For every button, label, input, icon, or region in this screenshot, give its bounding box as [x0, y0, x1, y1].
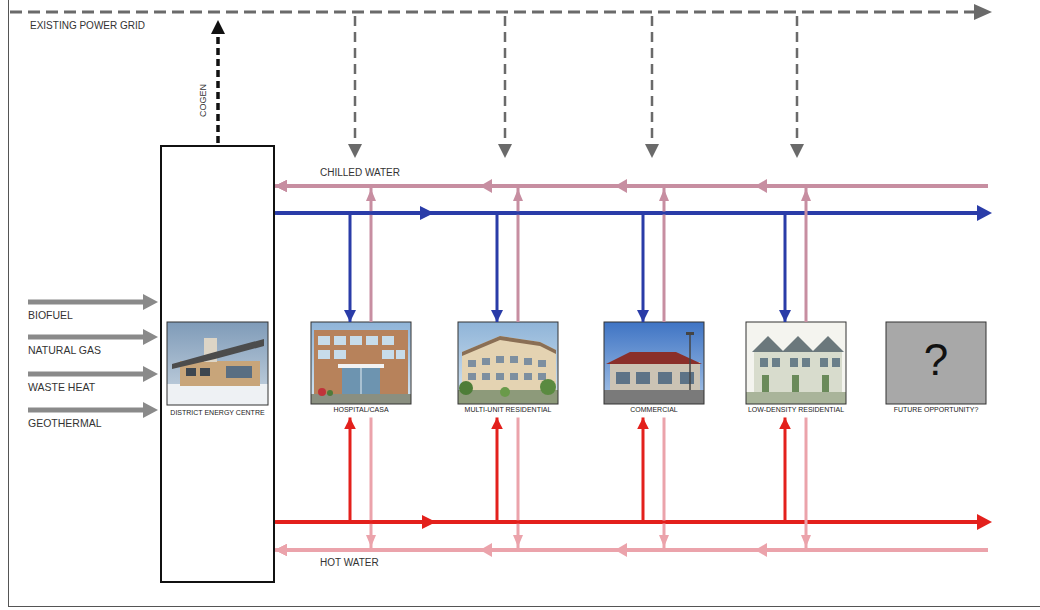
return-pipe	[275, 417, 664, 550]
flow-label: NATURAL GAS	[28, 344, 101, 357]
node-label: DISTRICT ENERGY CENTRE	[165, 409, 270, 417]
supply-pipe	[275, 213, 350, 322]
flow-label: CHILLED WATER	[320, 167, 400, 179]
chilled-water-return-pipe	[281, 179, 988, 201]
future-opportunity-box: ? FUTURE OPPORTUNITY?	[886, 322, 986, 417]
flow-label: EXISTING POWER GRID	[30, 20, 145, 32]
supply-pipe	[275, 213, 643, 322]
hot-water-return-pipe	[281, 535, 988, 557]
building-box: MULTI-UNIT RESIDENTIAL	[458, 322, 558, 417]
supply-pipe	[275, 213, 497, 322]
commercial-photo	[604, 322, 704, 404]
energy-centre-photo	[167, 322, 268, 405]
future-opportunity-panel	[886, 322, 986, 404]
fuel-input-arrows	[28, 294, 158, 418]
return-pipe	[275, 186, 664, 322]
hospital-photo	[311, 322, 411, 404]
flow-label: HOT WATER	[320, 557, 379, 569]
multi-unit-residential-photo	[458, 322, 558, 404]
return-pipe	[275, 186, 518, 322]
return-pipe	[275, 186, 806, 322]
building-box: HOSPITAL/CASA	[311, 322, 411, 417]
cogen-arrow	[211, 20, 225, 143]
node-label: MULTI-UNIT RESIDENTIAL	[465, 406, 552, 414]
return-pipe	[275, 186, 371, 322]
supply-pipe	[275, 417, 785, 522]
flow-label: BIOFUEL	[28, 309, 73, 322]
question-mark: ?	[886, 338, 986, 382]
building-box: LOW-DENSITY RESIDENTIAL	[744, 322, 849, 417]
supply-pipe	[275, 417, 497, 522]
low-density-residential-photo	[746, 322, 846, 404]
supply-pipe	[275, 213, 785, 322]
energy-centre-box: DISTRICT ENERGY CENTRE	[160, 145, 275, 583]
supply-pipe	[275, 417, 643, 522]
building-box: COMMERCIAL	[604, 322, 704, 417]
flow-label: WASTE HEAT	[28, 381, 95, 394]
return-pipe	[275, 417, 518, 550]
cogen-label: COGEN	[199, 83, 210, 116]
return-pipe	[275, 417, 806, 550]
node-label: COMMERCIAL	[630, 406, 677, 414]
node-label: HOSPITAL/CASA	[333, 406, 388, 414]
power-grid-line	[10, 4, 992, 158]
supply-pipe	[275, 417, 350, 522]
flow-label: GEOTHERMAL	[28, 417, 102, 430]
frame	[8, 0, 1040, 607]
return-pipe	[275, 417, 371, 550]
node-label: LOW-DENSITY RESIDENTIAL	[748, 406, 844, 414]
node-label: FUTURE OPPORTUNITY?	[894, 406, 979, 414]
